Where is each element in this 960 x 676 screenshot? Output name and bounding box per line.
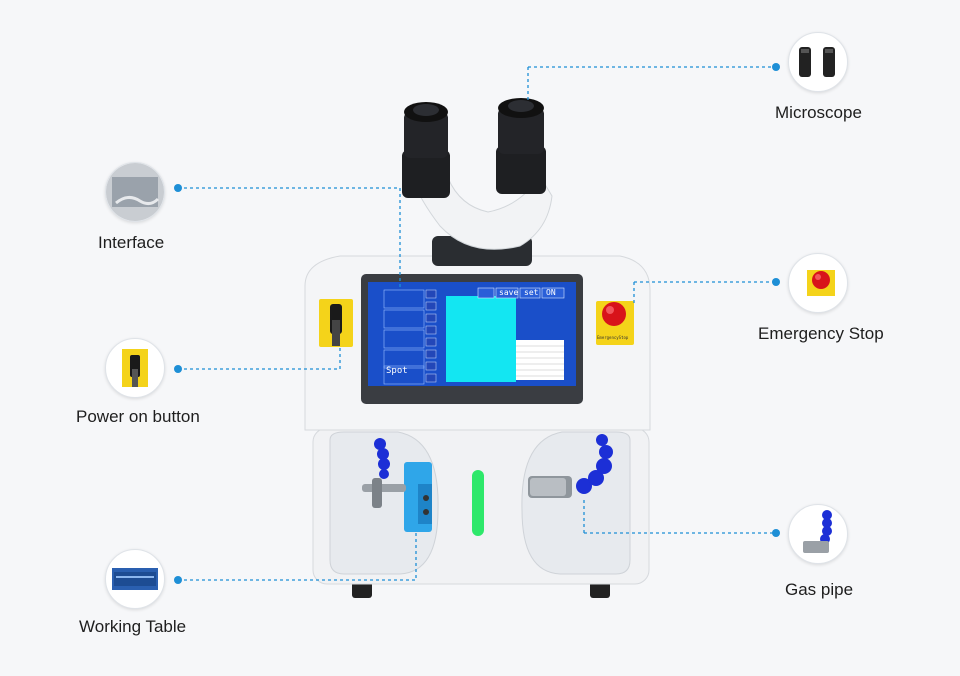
screen-button-set: set: [524, 288, 539, 297]
gas-pipe-icon: [803, 510, 832, 553]
screen-button-save: save: [499, 288, 519, 297]
power-on-thumb: [105, 338, 165, 398]
status-led: [472, 470, 484, 536]
interface-icon: [106, 163, 164, 221]
screen-button-on: ON: [546, 288, 556, 297]
gas-pipe-hose: [576, 434, 613, 494]
leader-emergency-stop: [633, 281, 776, 306]
right-eyepiece: [496, 98, 546, 194]
screen-param-spot: Spot: [386, 366, 408, 376]
working-table-thumb: [105, 549, 165, 609]
left-hose: [374, 438, 390, 479]
screen-display: [446, 296, 516, 382]
interface-thumb: [105, 162, 165, 222]
right-chamber: [521, 431, 631, 575]
emergency-stop-icon: [807, 270, 835, 296]
label-working-table: Working Table: [79, 617, 187, 636]
label-gas-pipe: Gas pipe: [785, 580, 854, 599]
leader-interface: [178, 187, 401, 288]
gas-pipe-thumb: [788, 504, 848, 564]
working-table-icon: [112, 568, 158, 590]
label-power-on-button: Power on button: [76, 407, 200, 426]
emergency-stop-thumb: [788, 253, 848, 313]
leader-gas-pipe: [583, 500, 776, 534]
leader-working-table: [178, 532, 417, 581]
emergency-panel-label: EmergencyStop: [597, 335, 629, 340]
emergency-stop-button: [602, 302, 626, 326]
leader-power: [178, 346, 341, 370]
microscope-icon: [799, 47, 835, 77]
label-emergency-stop: Emergency Stop: [758, 324, 884, 343]
label-microscope: Microscope: [775, 103, 862, 122]
power-key-icon: [122, 349, 148, 387]
leader-microscope: [527, 66, 776, 100]
left-eyepiece: [402, 102, 450, 198]
label-interface: Interface: [98, 233, 165, 252]
microscope-thumb: [788, 32, 848, 92]
